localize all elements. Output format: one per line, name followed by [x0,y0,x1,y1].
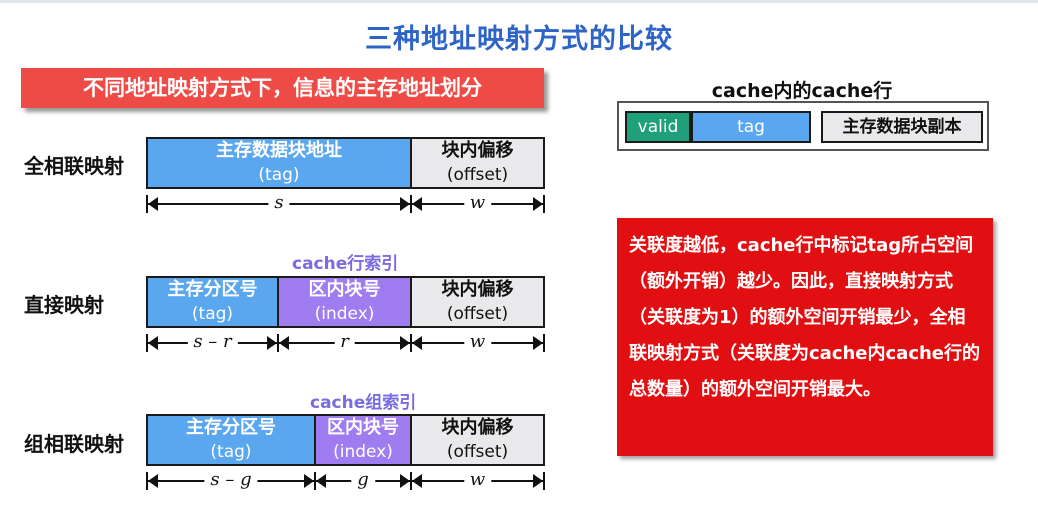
dim-tick [314,472,316,490]
data-copy-field: 主存数据块副本 [821,111,983,143]
field-sub: (offset) [446,165,509,185]
offset-field: 块内偏移 (offset) [410,414,545,466]
field-sub: (offset) [446,442,509,462]
cache-tag-field: tag [691,111,811,143]
note-box: 关联度越低，cache行中标记tag所占空间（额外开销）越少。因此，直接映射方式… [617,218,993,456]
dim-label: w [463,192,492,214]
row-label-set-associative: 组相联映射 [24,432,124,456]
subtitle-banner: 不同地址映射方式下，信息的主存地址划分 [21,68,544,108]
offset-field: 块内偏移 (offset) [410,276,545,328]
field-sub: (offset) [446,304,509,324]
field-name: 区内块号 [327,417,399,438]
field-name: 块内偏移 [441,140,514,161]
dim-tick [277,334,279,352]
field-name: 块内偏移 [441,417,514,438]
dim-arrow-s-minus-r: s – r [148,331,277,353]
dim-label: g [351,469,375,491]
field-name: 区内块号 [308,279,381,300]
index-field: 区内块号 (index) [314,414,412,466]
dim-arrow-w: w [412,192,543,214]
field-sub: (tag) [258,165,300,185]
field-name: 主存分区号 [167,279,258,300]
dim-label: s [268,192,290,214]
valid-field: valid [625,111,691,143]
row-label-fully-associative: 全相联映射 [24,154,124,178]
cache-line-index-label: cache行索引 [292,254,399,274]
dim-tick [543,472,545,490]
dim-tick [410,195,412,213]
dim-arrow-w: w [412,469,543,491]
field-name: 块内偏移 [441,279,514,300]
cache-line-title: cache内的cache行 [711,80,893,102]
tag-field: 主存分区号 (tag) [146,276,279,328]
dim-tick [146,472,148,490]
dim-tick [146,195,148,213]
field-sub: (tag) [191,304,234,324]
dim-label: s – g [204,469,258,491]
index-field: 区内块号 (index) [277,276,412,328]
dim-label: s – r [187,331,238,353]
field-name: 主存数据块地址 [216,140,342,161]
field-sub: (index) [333,442,393,462]
tag-field: 主存分区号 (tag) [146,414,316,466]
dim-tick [543,195,545,213]
dim-arrow-s: s [148,192,410,214]
field-sub: (index) [314,304,375,324]
dim-arrow-r: r [279,331,410,353]
dim-label: r [334,331,355,353]
field-name: 主存分区号 [186,417,276,438]
row-label-direct-mapped: 直接映射 [24,293,104,317]
field-sub: (tag) [210,442,252,462]
dim-arrow-w: w [412,331,543,353]
dim-tick [410,472,412,490]
offset-field: 块内偏移 (offset) [410,137,545,189]
tag-field: 主存数据块地址 (tag) [146,137,412,189]
cache-set-index-label: cache组索引 [310,393,417,413]
dim-arrow-s-minus-g: s – g [148,469,314,491]
dim-label: w [463,469,492,491]
dim-label: w [463,331,492,353]
top-border [0,0,1038,3]
page-title: 三种地址映射方式的比较 [365,24,673,55]
dim-arrow-g: g [316,469,410,491]
dim-tick [410,334,412,352]
dim-tick [146,334,148,352]
dim-tick [543,334,545,352]
cache-line-frame: valid tag 主存数据块副本 [617,101,989,151]
